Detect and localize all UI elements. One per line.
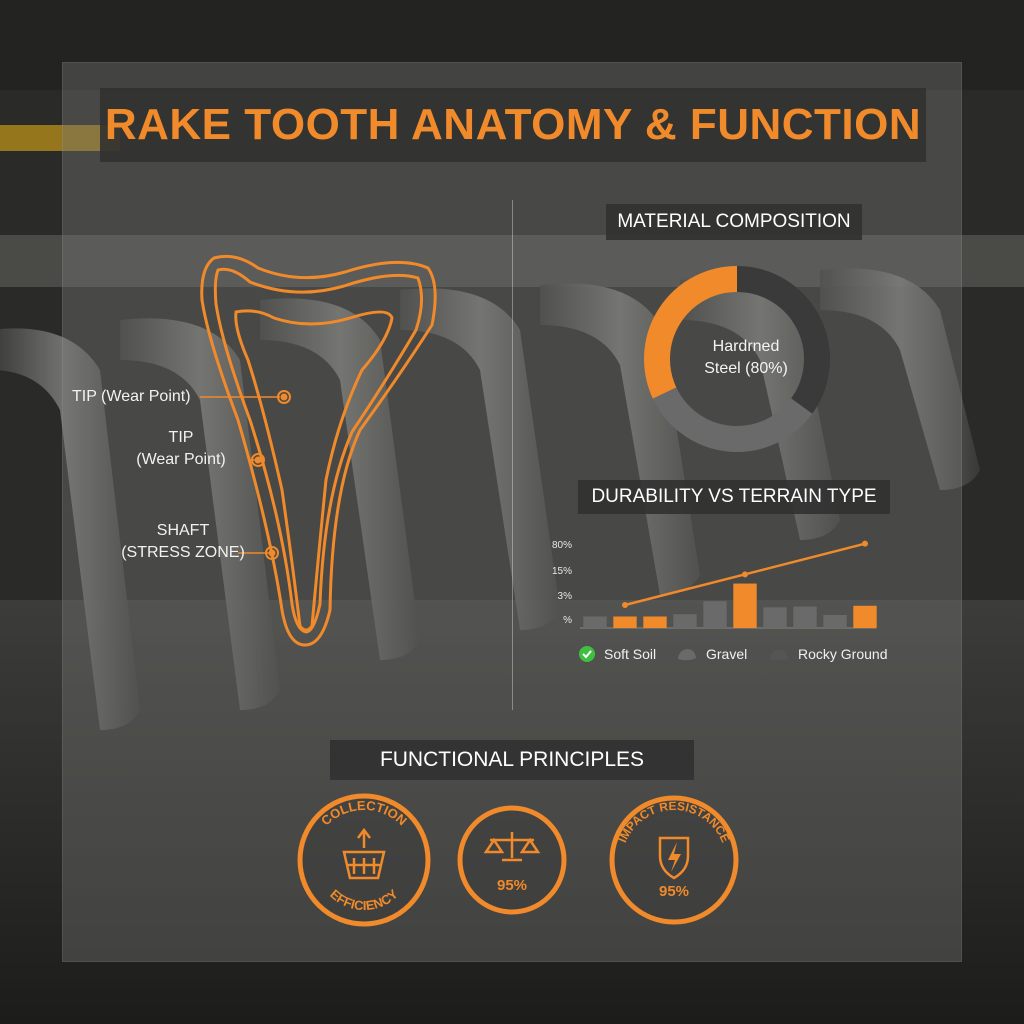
callout-shaft-line1: SHAFT [156,522,210,539]
impact-resistance-badge: IMPACT RESISTANCE 95% [609,795,739,925]
callout-shaft-line2: (STRESS ZONE) [121,544,245,561]
shield-lightning-icon [658,836,690,880]
collection-efficiency-badge: COLLECTION EFFICIENCY [297,793,431,927]
legend-label: Soft Soil [604,646,657,662]
badge-value: 95% [497,877,527,894]
legend-label: Gravel [706,646,748,662]
y-tick-label: 3% [557,591,572,602]
y-tick-label: 15% [551,566,572,577]
donut-slice-1 [644,266,738,399]
bar-10 [853,605,877,628]
shaft-marker [265,546,279,560]
bar-6 [733,583,757,628]
tip-marker-2 [251,453,265,467]
basket-icon [342,827,386,880]
rock-blob-icon [770,649,788,660]
bar-5 [703,601,727,628]
durability-bar-chart [580,540,877,629]
callout-tip-2: TIP (Wear Point) [126,427,236,471]
donut-center-line2: Steel (80%) [704,360,788,377]
tooth-outline-outer [200,254,437,647]
bar-9 [823,614,847,628]
donut-slice-2 [652,387,813,452]
section-divider [512,200,513,710]
callout-tip-2-line2: (Wear Point) [136,451,226,468]
gravel-blob-icon [678,649,696,661]
callout-tip-2-line1: TIP [168,429,194,446]
y-tick-label: 80% [551,540,572,551]
page-title: RAKE TOOTH ANATOMY & FUNCTION [100,88,926,162]
donut-slice-3 [736,266,830,414]
material-composition-heading: MATERIAL COMPOSITION [606,204,862,240]
trend-point-1 [622,602,628,608]
material-donut-chart [644,266,830,452]
donut-center-label: Hardrned Steel (80%) [676,336,816,380]
callout-tip-1: TIP (Wear Point) [72,388,191,405]
badge-value: 95% [659,883,689,900]
bar-8 [793,606,817,628]
balance-scale-icon [483,832,541,862]
balance-badge: 95% [457,805,567,915]
bar-4 [673,614,697,628]
tip-marker-1 [277,390,291,404]
bar-1 [583,616,607,628]
trend-point-3 [862,540,868,547]
legend-gravel: Gravel [676,644,747,664]
y-tick-label: % [563,615,572,626]
bar-7 [763,607,787,628]
bar-3 [643,616,667,628]
legend-label: Rocky Ground [798,646,888,662]
bar-2 [613,616,637,628]
tooth-outline-inner [234,309,394,632]
legend-soft-soil: Soft Soil [578,644,656,664]
callout-shaft: SHAFT (STRESS ZONE) [120,520,246,564]
donut-center-line1: Hardrned [712,338,780,355]
durability-heading: DURABILITY VS TERRAIN TYPE [578,480,890,514]
trend-point-2 [742,571,748,578]
legend-rocky-ground: Rocky Ground [768,644,887,664]
functional-principles-heading: FUNCTIONAL PRINCIPLES [330,740,694,780]
check-circle-icon [579,646,595,662]
